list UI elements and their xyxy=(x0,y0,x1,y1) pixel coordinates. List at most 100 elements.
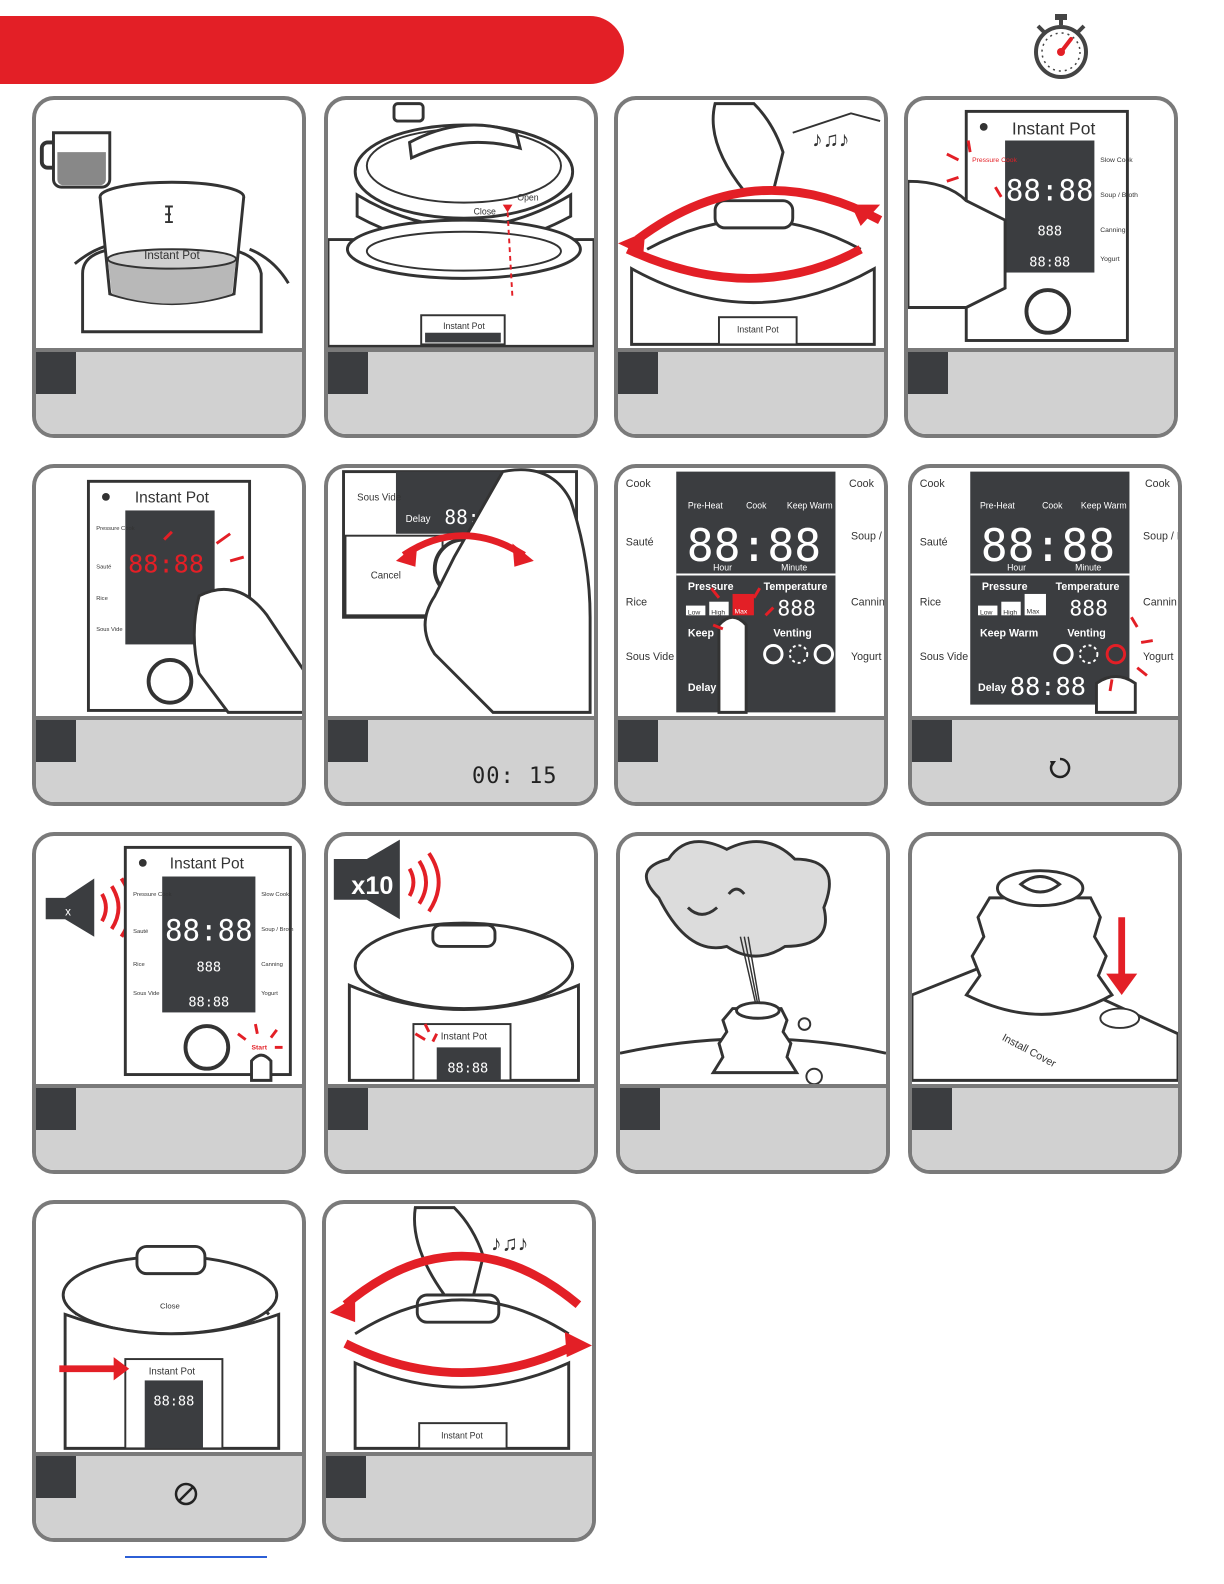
cook-time-display: 00: 15 xyxy=(472,764,558,789)
music-notes-icon: ♪♫♪ xyxy=(491,1231,528,1255)
cancel-button[interactable]: Cancel xyxy=(371,570,401,581)
step-footer xyxy=(912,716,1178,802)
control-dial[interactable] xyxy=(146,658,194,705)
sous-vide-label[interactable]: Sous Vide xyxy=(96,627,122,633)
main-display: 88:88 xyxy=(447,1061,488,1077)
slow-cook-label[interactable]: Cook xyxy=(849,478,875,490)
pot-brand-label: Instant Pot xyxy=(737,325,779,335)
rice-label[interactable]: Rice xyxy=(920,597,941,609)
delay-label: Delay xyxy=(406,514,431,525)
pressure-cook-label[interactable]: Pressure Cook xyxy=(96,526,135,532)
saute-label[interactable]: Sauté xyxy=(96,565,111,571)
control-dial[interactable] xyxy=(183,1024,231,1071)
canning-label[interactable]: Canning xyxy=(261,962,283,968)
step-footer xyxy=(908,348,1174,434)
high-label: High xyxy=(1003,609,1017,616)
pressure-cook-press-icon: Instant Pot 88:88 888 88:88 Pressure Coo… xyxy=(908,109,1138,342)
lid-open-icon: ♪♫♪ Instant Pot xyxy=(329,1206,592,1450)
temp-display: 888 xyxy=(1069,596,1108,621)
main-display: 88:88 xyxy=(128,550,204,579)
dial-turn-icon: Sous Vide Delay 88:88 Cancel xyxy=(342,468,592,714)
main-display: 88:88 xyxy=(153,1394,194,1410)
rice-label[interactable]: Rice xyxy=(96,596,108,602)
rice-label[interactable]: Rice xyxy=(133,962,145,968)
start-button[interactable]: Start xyxy=(252,1044,268,1051)
step-card-4: Instant Pot 88:88 888 88:88 Pressure Coo… xyxy=(904,96,1178,438)
title-banner xyxy=(0,16,624,84)
pressure-cook-label[interactable]: Pressure Cook xyxy=(133,892,172,898)
sous-vide-label[interactable]: Sous Vide xyxy=(133,991,159,997)
temp-display: 888 xyxy=(1037,224,1062,240)
step-number-box xyxy=(912,1088,952,1130)
soup-broth-label[interactable]: Soup / Broth xyxy=(261,927,293,933)
pressure-cook-label[interactable]: Cook xyxy=(626,478,652,490)
delay-label: Delay xyxy=(688,682,717,694)
start-press-icon: x Instant Pot 88:88 888 88:88 Pressure C… xyxy=(45,845,294,1082)
soup-broth-label[interactable]: Soup / Broth xyxy=(1143,531,1178,543)
slow-cook-label[interactable]: Slow Cook xyxy=(261,892,289,898)
main-display: 88:88 xyxy=(1006,174,1094,208)
slow-cook-label[interactable]: Slow Cook xyxy=(1100,157,1133,164)
hour-label: Hour xyxy=(1007,563,1026,573)
measuring-cup-icon: Instant Pot xyxy=(39,131,290,334)
canning-label[interactable]: Cannin xyxy=(851,597,884,609)
main-display: 88:88 xyxy=(687,520,821,572)
panel-brand: Instant Pot xyxy=(170,856,245,873)
step-footer xyxy=(36,1452,302,1538)
rice-label[interactable]: Rice xyxy=(626,597,647,609)
minute-label: Minute xyxy=(1075,563,1101,573)
step-number-box xyxy=(36,720,76,762)
steam-release-icon xyxy=(620,840,886,1084)
soup-broth-label[interactable]: Soup / Broth xyxy=(851,531,884,543)
saute-label[interactable]: Sauté xyxy=(133,929,148,935)
yogurt-label[interactable]: Yogurt xyxy=(851,651,881,663)
pressure-cook-label[interactable]: Cook xyxy=(920,478,946,490)
keep-warm-label: Keep Warm xyxy=(787,501,833,511)
step-footer xyxy=(618,716,884,802)
pre-heat-label: Pre-Heat xyxy=(688,501,723,511)
step-number-box xyxy=(912,720,952,762)
step-card-13: Close Instant Pot 88:88 xyxy=(32,1200,306,1542)
soup-broth-label[interactable]: Soup / Broth xyxy=(1100,192,1138,199)
pot-brand-label: Instant Pot xyxy=(443,321,485,331)
venting-select-icon: Cook Cook Pre-Heat Cook Keep Warm 88:88 … xyxy=(920,471,1178,714)
pot-brand-label: Instant Pot xyxy=(441,1032,488,1043)
step-card-14: ♪♫♪ Instant Pot xyxy=(322,1200,596,1542)
delay-display: 88:88 xyxy=(188,995,229,1011)
control-dial[interactable] xyxy=(1024,288,1072,335)
step-number-box xyxy=(326,1456,366,1498)
sous-vide-label[interactable]: Sous Vide xyxy=(626,651,674,663)
pressure-cook-label[interactable]: Pressure Cook xyxy=(972,157,1017,164)
sous-vide-label[interactable]: Sous Vide xyxy=(357,493,401,504)
slow-cook-label[interactable]: Cook xyxy=(1145,478,1171,490)
step-card-3: ♪♫♪ Instant Pot xyxy=(614,96,888,438)
saute-label[interactable]: Sauté xyxy=(626,536,654,548)
cancel-icon xyxy=(174,1482,198,1506)
step-footer xyxy=(326,1452,592,1538)
pot-brand-label: Instant Pot xyxy=(149,1367,196,1378)
step-card-6: Sous Vide Delay 88:88 Cancel 00: 15 xyxy=(324,464,598,806)
step-card-8: Cook Cook Pre-Heat Cook Keep Warm 88:88 … xyxy=(908,464,1182,806)
mute-label: x xyxy=(65,905,71,918)
pot-brand-label: Instant Pot xyxy=(144,249,200,262)
temperature-label: Temperature xyxy=(1056,581,1120,593)
sous-vide-label[interactable]: Sous Vide xyxy=(920,651,968,663)
saute-label[interactable]: Sauté xyxy=(920,536,948,548)
cook-label: Cook xyxy=(746,501,767,511)
delay-label: Delay xyxy=(978,682,1007,694)
step-number-box xyxy=(328,352,368,394)
yogurt-label[interactable]: Yogurt xyxy=(1143,651,1173,663)
minute-label: Minute xyxy=(781,563,807,573)
keep-warm-label: Keep Warm xyxy=(980,628,1038,640)
step-number-box xyxy=(618,352,658,394)
main-display: 88:88 xyxy=(165,914,253,948)
step-footer xyxy=(36,716,302,802)
step-card-11 xyxy=(616,832,890,1174)
step-footer xyxy=(36,348,302,434)
canning-label[interactable]: Cannin xyxy=(1143,597,1177,609)
yogurt-label[interactable]: Yogurt xyxy=(261,991,278,997)
yogurt-label[interactable]: Yogurt xyxy=(1100,256,1119,263)
step-card-2: Close Open Instant Pot xyxy=(324,96,598,438)
step-footer xyxy=(618,348,884,434)
canning-label[interactable]: Canning xyxy=(1100,227,1125,234)
